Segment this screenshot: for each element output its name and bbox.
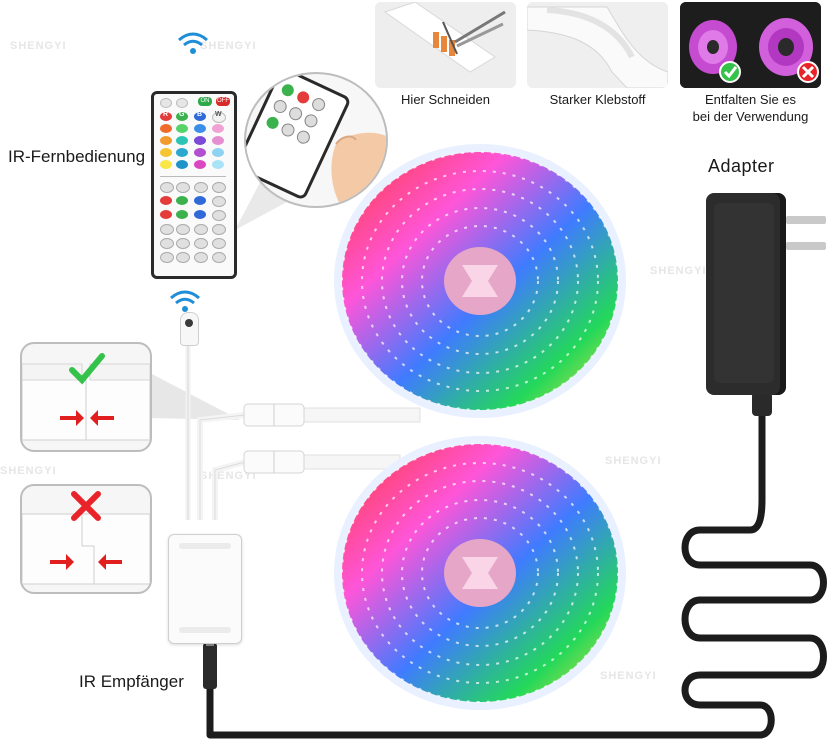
remote-letter-b: B (197, 111, 203, 118)
caption-adhesive: Starker Klebstoff (549, 92, 646, 107)
check-icon (69, 353, 105, 385)
adhesive-thumbnail (527, 2, 668, 88)
label-ir-receiver: IR Empfänger (79, 672, 184, 691)
watermark: SHENGYI (605, 455, 662, 467)
led-strip-reel-bottom (334, 436, 626, 710)
remote-letter-w: W (215, 111, 222, 118)
label-adapter: Adapter (708, 156, 775, 176)
watermark: SHENGYI (10, 40, 67, 52)
connector-correct-inset (20, 342, 152, 452)
ir-remote-control: ON OFF R G B W (151, 91, 237, 279)
ir-receiver-box (168, 534, 242, 644)
label-ir-remote: IR-Fernbedienung (8, 147, 146, 166)
caption-unroll-line1: Entfalten Sie es (704, 92, 797, 107)
unroll-thumbnail (680, 2, 821, 88)
remote-key-on: ON (198, 97, 212, 106)
wifi-icon (170, 290, 200, 312)
adapter-plug-prong (786, 242, 826, 250)
cut-here-thumbnail (375, 2, 516, 88)
connector-incorrect-image (22, 491, 150, 585)
caption-unroll-line2: bei der Verwendung (692, 109, 809, 124)
adapter-plug-prong (786, 216, 826, 224)
cross-icon (71, 491, 101, 521)
wifi-icon (178, 32, 208, 54)
hand-remote-inset (244, 72, 388, 208)
remote-key-off: OFF (216, 97, 230, 106)
led-strip-reel-top (334, 144, 626, 418)
connector-correct-image (22, 353, 150, 441)
watermark: SHENGYI (600, 670, 657, 682)
watermark: SHENGYI (200, 40, 257, 52)
ir-sensor-head (180, 312, 199, 346)
watermark: SHENGYI (0, 465, 57, 477)
scissors-strip-image (375, 2, 516, 88)
remote-letter-g: G (179, 111, 185, 118)
remote-letter-r: R (163, 111, 169, 118)
caption-cut-here: Hier Schneiden (401, 92, 490, 107)
connector-incorrect-inset (20, 484, 152, 594)
watermark: SHENGYI (650, 265, 707, 277)
adhesive-strip-image (527, 2, 668, 88)
unroll-comparison-image (680, 2, 821, 88)
power-adapter (706, 193, 786, 395)
